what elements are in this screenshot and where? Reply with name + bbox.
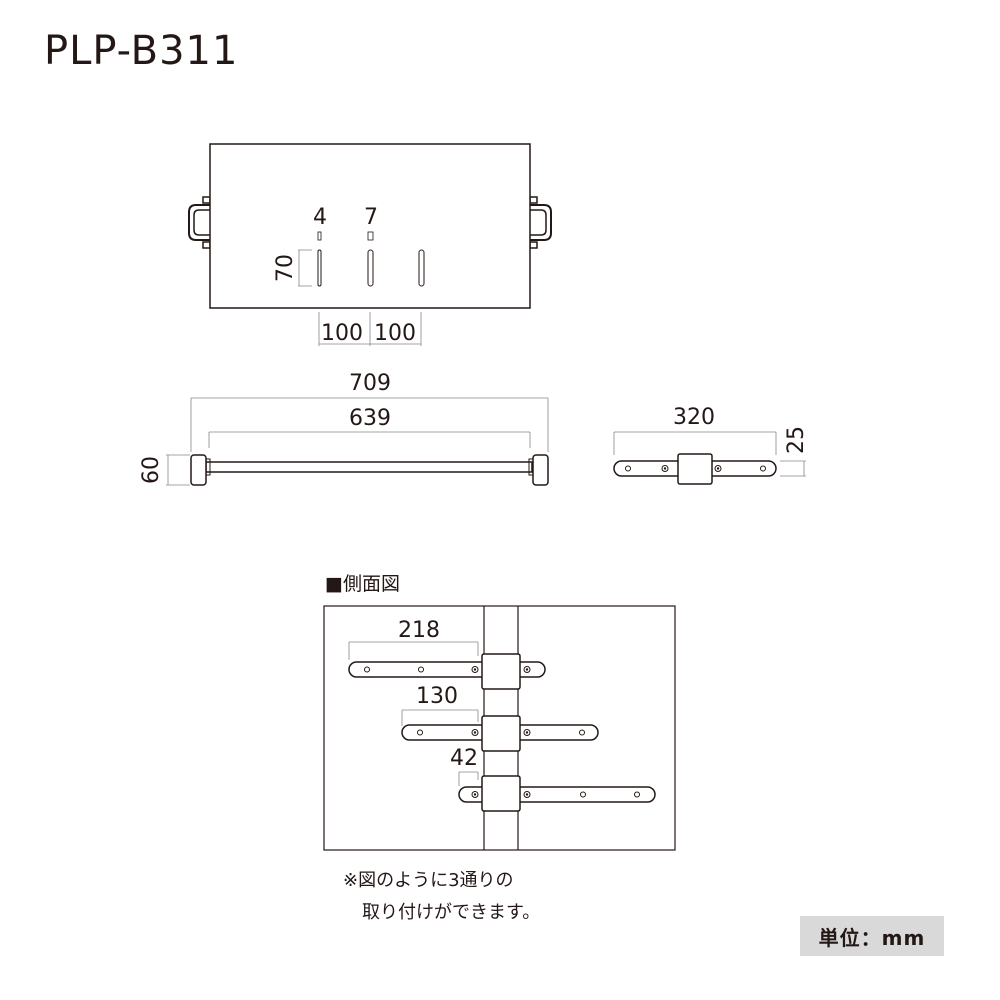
bracket-thickness-label: 25 <box>784 426 809 454</box>
side-view-heading: ■側面図 <box>325 573 400 595</box>
slot-width-2-label: 7 <box>364 205 378 230</box>
top-view <box>188 143 552 346</box>
front-bar <box>205 461 533 473</box>
bracket-length-label: 320 <box>673 405 715 430</box>
overall-width-label: 709 <box>349 371 391 396</box>
top-panel <box>209 143 531 309</box>
model-title: PLP-B311 <box>44 28 239 74</box>
left-handle <box>188 204 210 241</box>
right-handle <box>530 204 552 241</box>
front-height-label: 60 <box>139 456 164 484</box>
bracket-view <box>613 431 806 485</box>
front-right-cap <box>532 454 549 486</box>
right-handle-bolt-top <box>529 196 538 204</box>
side-clamp-1 <box>481 653 521 690</box>
left-handle-bolt-top <box>202 196 211 204</box>
side-view <box>323 605 676 851</box>
bracket-clamp <box>677 453 713 485</box>
pitch-2-label: 100 <box>374 321 416 346</box>
side-view-frame <box>323 605 676 851</box>
side-dim-3-label: 42 <box>450 746 478 771</box>
front-left-cap <box>190 454 207 486</box>
left-handle-bolt-bottom <box>202 241 211 249</box>
side-clamp-3 <box>481 775 521 812</box>
slot-width-1-label: 4 <box>313 205 327 230</box>
note-line-2: 取り付けができます。 <box>362 902 541 923</box>
inner-width-label: 639 <box>349 406 391 431</box>
unit-badge: 単位：mm <box>800 916 944 956</box>
slot-3 <box>418 249 425 287</box>
side-dim-1-label: 218 <box>398 618 440 643</box>
slot-2 <box>367 249 374 287</box>
front-view <box>166 397 549 486</box>
note-line-1: ※図のように3通りの <box>343 870 514 891</box>
right-handle-bolt-bottom <box>529 241 538 249</box>
pitch-1-label: 100 <box>321 321 363 346</box>
side-dim-2-label: 130 <box>416 684 458 709</box>
side-clamp-2 <box>481 715 521 752</box>
slot-height-label: 70 <box>273 254 298 282</box>
slot-1 <box>317 249 322 287</box>
